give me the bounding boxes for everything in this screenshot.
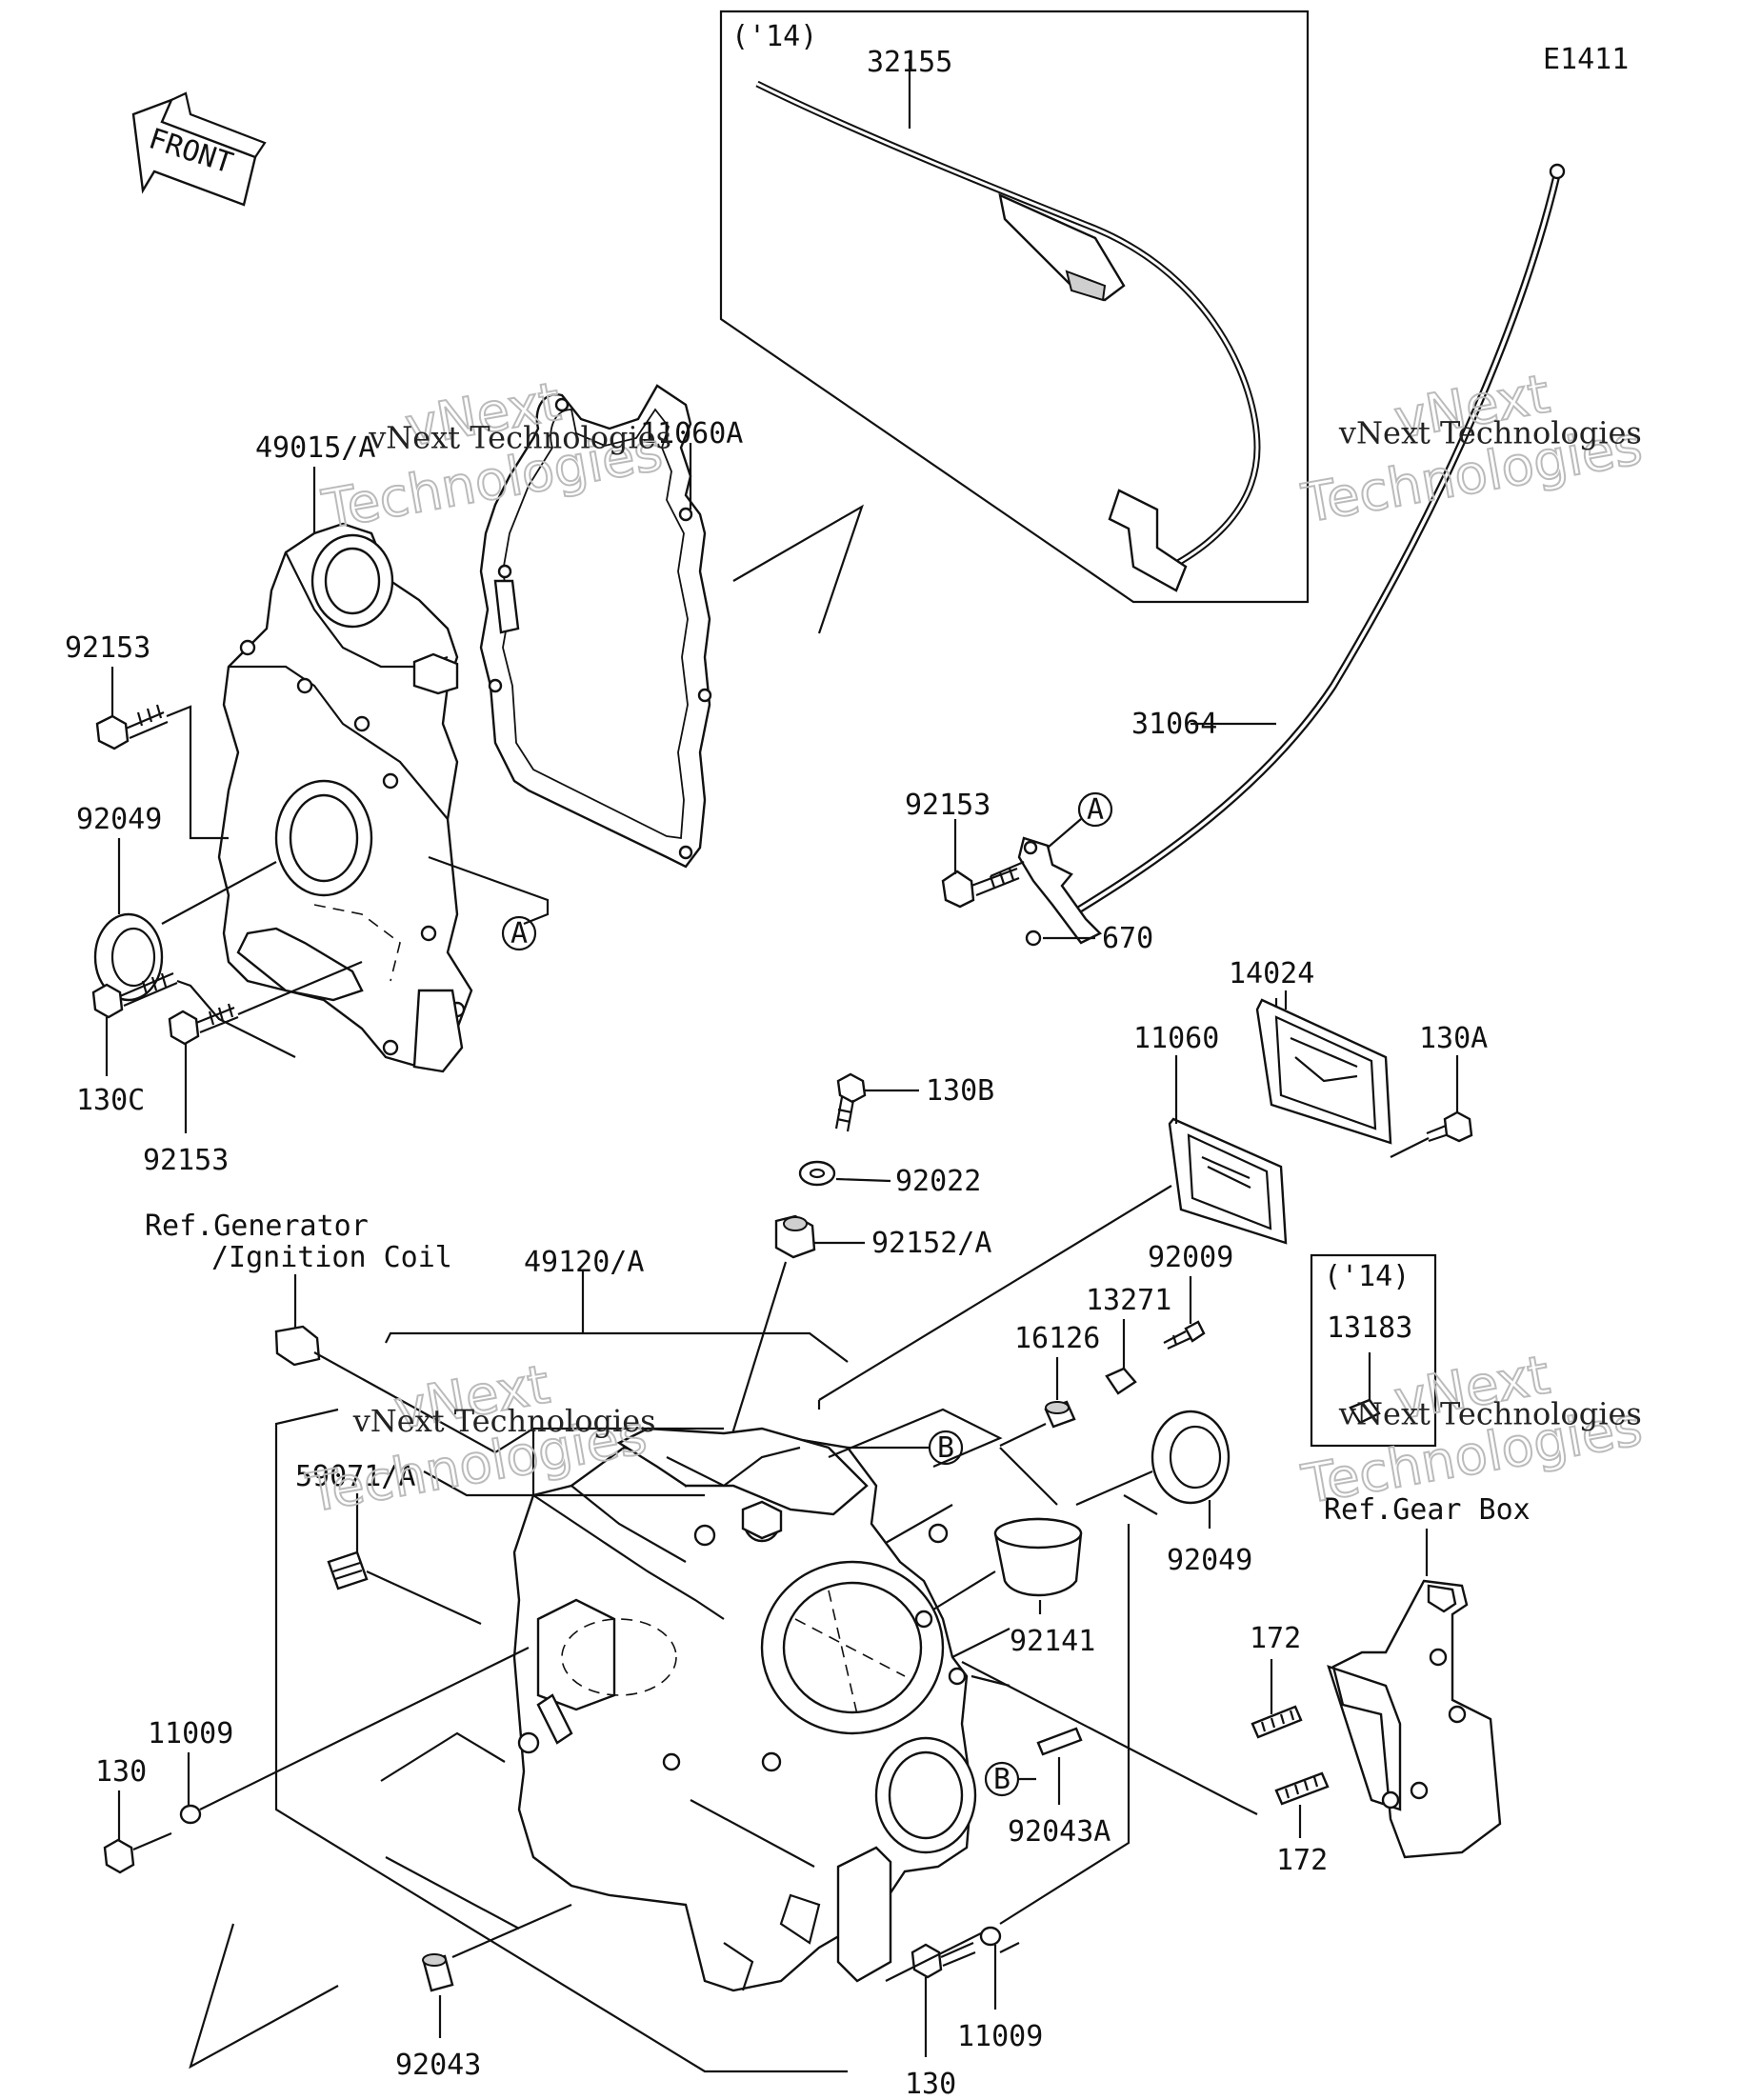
part-49120A: 49120/A <box>524 1246 644 1279</box>
part-130B: 130B <box>926 1074 994 1108</box>
bolt-92153-right: 92153 <box>905 789 1025 909</box>
part-11060A: 11060A <box>640 417 743 450</box>
dowel-92043: 92043 <box>395 1903 572 2082</box>
part-92009: 92009 <box>1148 1241 1233 1274</box>
washer-11009-left: 11009 <box>148 1647 530 1825</box>
bolt-92153-top: 92153 <box>65 631 229 840</box>
callout-b-bottom: B <box>984 1761 1020 1797</box>
part-11009-bottom: 11009 <box>957 2020 1043 2053</box>
part-670: 670 <box>1102 922 1153 955</box>
gasket-11060A: 11060A <box>479 384 743 869</box>
svg-text:vNext Technologies: vNext Technologies <box>352 1403 656 1439</box>
bushing-92141: 92141 <box>932 1517 1095 1658</box>
part-92141: 92141 <box>1010 1625 1095 1658</box>
ref-generator-line2: /Ignition Coil <box>211 1241 452 1274</box>
part-14024: 14024 <box>1229 957 1314 990</box>
bolt-130C: 130C <box>76 971 296 1117</box>
part-49015A: 49015/A <box>255 431 375 465</box>
part-92049-left: 92049 <box>76 803 162 836</box>
part-32155: 32155 <box>867 46 952 79</box>
stud-172-bottom: 172 <box>1274 1771 1330 1877</box>
part-13183: 13183 <box>1327 1311 1412 1345</box>
part-92043A: 92043A <box>1008 1815 1111 1849</box>
crankcase-49120A <box>494 1427 977 1992</box>
part-11009-left: 11009 <box>148 1717 233 1750</box>
part-31064: 31064 <box>1131 708 1217 741</box>
part-92153-top: 92153 <box>65 631 150 665</box>
part-92043: 92043 <box>395 2049 481 2082</box>
small-box-label: ('14) <box>1324 1260 1410 1293</box>
small-variant-box: ('14) 13183 <box>1310 1253 1437 1448</box>
dowel-16126: 16126 <box>999 1322 1100 1447</box>
top-variant-box: ('14) 32155 <box>719 10 1310 604</box>
part-92153-right: 92153 <box>905 789 991 822</box>
washer-11009-bottom: 11009 <box>885 1926 1043 2053</box>
ref-gearbox-label: Ref.Gear Box <box>1324 1493 1531 1527</box>
part-130-bottom: 130 <box>905 2068 956 2100</box>
svg-text:A: A <box>1087 793 1104 827</box>
washer-92022: 92022 <box>798 1160 981 1198</box>
cover-49015A: 49015/A <box>217 431 550 1073</box>
sensor-59071A: 59071/A <box>295 1460 482 1625</box>
cover-14024: 14024 <box>1229 957 1392 1145</box>
bolt-92153-bottom: 92153 <box>143 960 363 1177</box>
watermark-4: vNext Technologies vNext Technologies <box>1296 1344 1648 1518</box>
ref-generator-line1: Ref.Generator <box>145 1210 369 1243</box>
gasket-11060: 11060 <box>1133 1022 1288 1245</box>
part-92152A: 92152/A <box>871 1227 991 1260</box>
dipstick-31064: 31064 <box>1017 163 1566 945</box>
dowel-92043A: 92043A <box>1008 1727 1111 1849</box>
svg-text:vNext Technologies: vNext Technologies <box>1338 1396 1642 1432</box>
part-92153-bottom: 92153 <box>143 1144 229 1177</box>
svg-text:B: B <box>937 1431 954 1465</box>
callout-a-left: A <box>501 915 537 951</box>
part-92049-right: 92049 <box>1167 1544 1252 1577</box>
front-arrow-icon: FRONT <box>131 91 267 207</box>
bolt-130A: 130A <box>1390 1022 1488 1158</box>
part-130A: 130A <box>1419 1022 1488 1055</box>
diagram-code: E1411 <box>1543 43 1629 76</box>
part-11060: 11060 <box>1133 1022 1219 1055</box>
part-172-top: 172 <box>1250 1622 1301 1655</box>
bolt-130-left: 130 <box>95 1755 172 1874</box>
seal-92049-left: 92049 <box>76 803 277 1002</box>
top-box-label: ('14) <box>731 20 817 53</box>
seal-92049-right: 92049 <box>1075 1410 1252 1577</box>
svg-text:vNext Technologies: vNext Technologies <box>1338 415 1642 451</box>
callout-a-right: A <box>1047 791 1113 849</box>
callout-b-top: B <box>848 1430 964 1466</box>
part-59071A: 59071/A <box>295 1460 415 1493</box>
svg-text:A: A <box>510 917 528 950</box>
part-16126: 16126 <box>1014 1322 1100 1355</box>
screw-92009: 92009 <box>1148 1241 1233 1350</box>
svg-text:B: B <box>993 1763 1011 1796</box>
ref-generator: Ref.Generator /Ignition Coil <box>145 1210 496 1453</box>
part-130-left: 130 <box>95 1755 147 1789</box>
svg-text:vNext Technologies: vNext Technologies <box>368 419 671 455</box>
clip-13271: 13271 <box>1086 1284 1171 1395</box>
ref-gearbox: Ref.Gear Box <box>1324 1493 1531 1859</box>
part-13271: 13271 <box>1086 1284 1171 1317</box>
bolt-130B: 130B <box>834 1072 994 1132</box>
part-172-bottom: 172 <box>1276 1844 1328 1877</box>
watermark-2: vNext Technologies vNext Technologies <box>1296 363 1648 537</box>
oring-670: 670 <box>1025 922 1153 955</box>
stud-172-top: 172 <box>1250 1622 1303 1739</box>
part-92022: 92022 <box>895 1165 981 1198</box>
part-130C: 130C <box>76 1084 145 1117</box>
